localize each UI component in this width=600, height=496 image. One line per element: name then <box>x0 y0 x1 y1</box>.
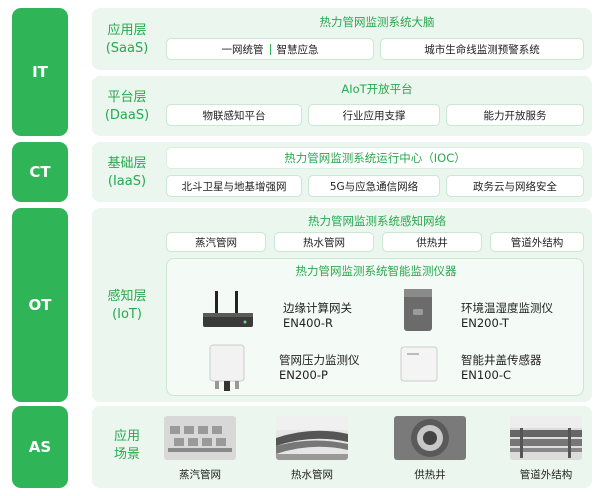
daas-layer-label: 平台层 (DaaS) <box>104 90 150 123</box>
instrument-panel: 热力管网监测系统智能监测仪器 边缘计算网关 EN400-R 环境温湿度监测仪 E… <box>166 258 584 396</box>
scenes-panel: 应用 场景 蒸汽管网 热水管网 供热井 管道外结构 <box>92 406 592 488</box>
iot-network-item: 供热井 <box>382 232 482 252</box>
side-label-it: IT <box>12 8 68 136</box>
scenes-layer-label: 应用 场景 <box>113 429 140 462</box>
iaas-title-box: 热力管网监测系统运行中心（IOC） <box>166 147 584 169</box>
iaas-item: 5G与应急通信网络 <box>308 175 440 197</box>
side-label-ct: CT <box>12 142 68 202</box>
hot-water-pipe-scene-image <box>276 416 348 460</box>
temp-humidity-sensor-icon <box>404 289 432 331</box>
daas-title: AIoT开放平台 <box>341 82 413 96</box>
saas-title: 热力管网监测系统大脑 <box>319 15 435 29</box>
device-name: 环境温湿度监测仪 EN200-T <box>461 301 553 330</box>
manhole-sensor-icon <box>400 346 438 382</box>
iot-panel: 感知层 (IoT) 热力管网监测系统感知网络 蒸汽管网 热水管网 供热井 管道外… <box>92 208 592 402</box>
iaas-panel: 基础层 (IaaS) 热力管网监测系统运行中心（IOC） 北斗卫星与地基增强网 … <box>92 142 592 202</box>
iaas-layer-label: 基础层 (IaaS) <box>107 156 147 189</box>
daas-panel: 平台层 (DaaS) AIoT开放平台 物联感知平台 行业应用支撑 能力开放服务 <box>92 76 592 136</box>
iot-network-item: 蒸汽管网 <box>166 232 266 252</box>
device-name: 边缘计算网关 EN400-R <box>283 301 352 330</box>
instrument-title: 热力管网监测系统智能监测仪器 <box>295 264 457 278</box>
side-label-ot: OT <box>12 208 68 402</box>
steam-pipe-scene-image <box>164 416 236 460</box>
saas-panel: 应用层 (SaaS) 热力管网监测系统大脑 一网统管智慧应急 城市生命线监测预警… <box>92 8 592 70</box>
daas-item: 物联感知平台 <box>166 104 302 126</box>
iot-network-item: 管道外结构 <box>490 232 584 252</box>
iot-network-item: 热水管网 <box>274 232 374 252</box>
device-name: 管网压力监测仪 EN200-P <box>279 353 360 382</box>
scene-caption: 热水管网 <box>291 469 333 481</box>
saas-layer-label: 应用层 (SaaS) <box>105 23 149 56</box>
iot-title: 热力管网监测系统感知网络 <box>308 214 446 228</box>
scene-caption: 蒸汽管网 <box>179 469 221 481</box>
iaas-item: 政务云与网络安全 <box>446 175 584 197</box>
daas-item: 能力开放服务 <box>446 104 584 126</box>
scene-caption: 供热井 <box>414 469 446 481</box>
saas-box-lifeline: 城市生命线监测预警系统 <box>380 38 584 60</box>
heating-well-scene-image <box>394 416 466 460</box>
daas-item: 行业应用支撑 <box>308 104 440 126</box>
saas-box-unified: 一网统管智慧应急 <box>166 38 374 60</box>
pressure-monitor-icon <box>209 344 245 391</box>
scene-caption: 管道外结构 <box>519 469 573 481</box>
pipe-exterior-scene-image <box>510 416 582 460</box>
device-name: 智能井盖传感器 EN100-C <box>461 353 542 382</box>
side-label-as: AS <box>12 406 68 488</box>
iot-layer-label: 感知层 (IoT) <box>107 289 147 322</box>
iaas-item: 北斗卫星与地基增强网 <box>166 175 302 197</box>
edge-gateway-icon <box>203 291 253 327</box>
